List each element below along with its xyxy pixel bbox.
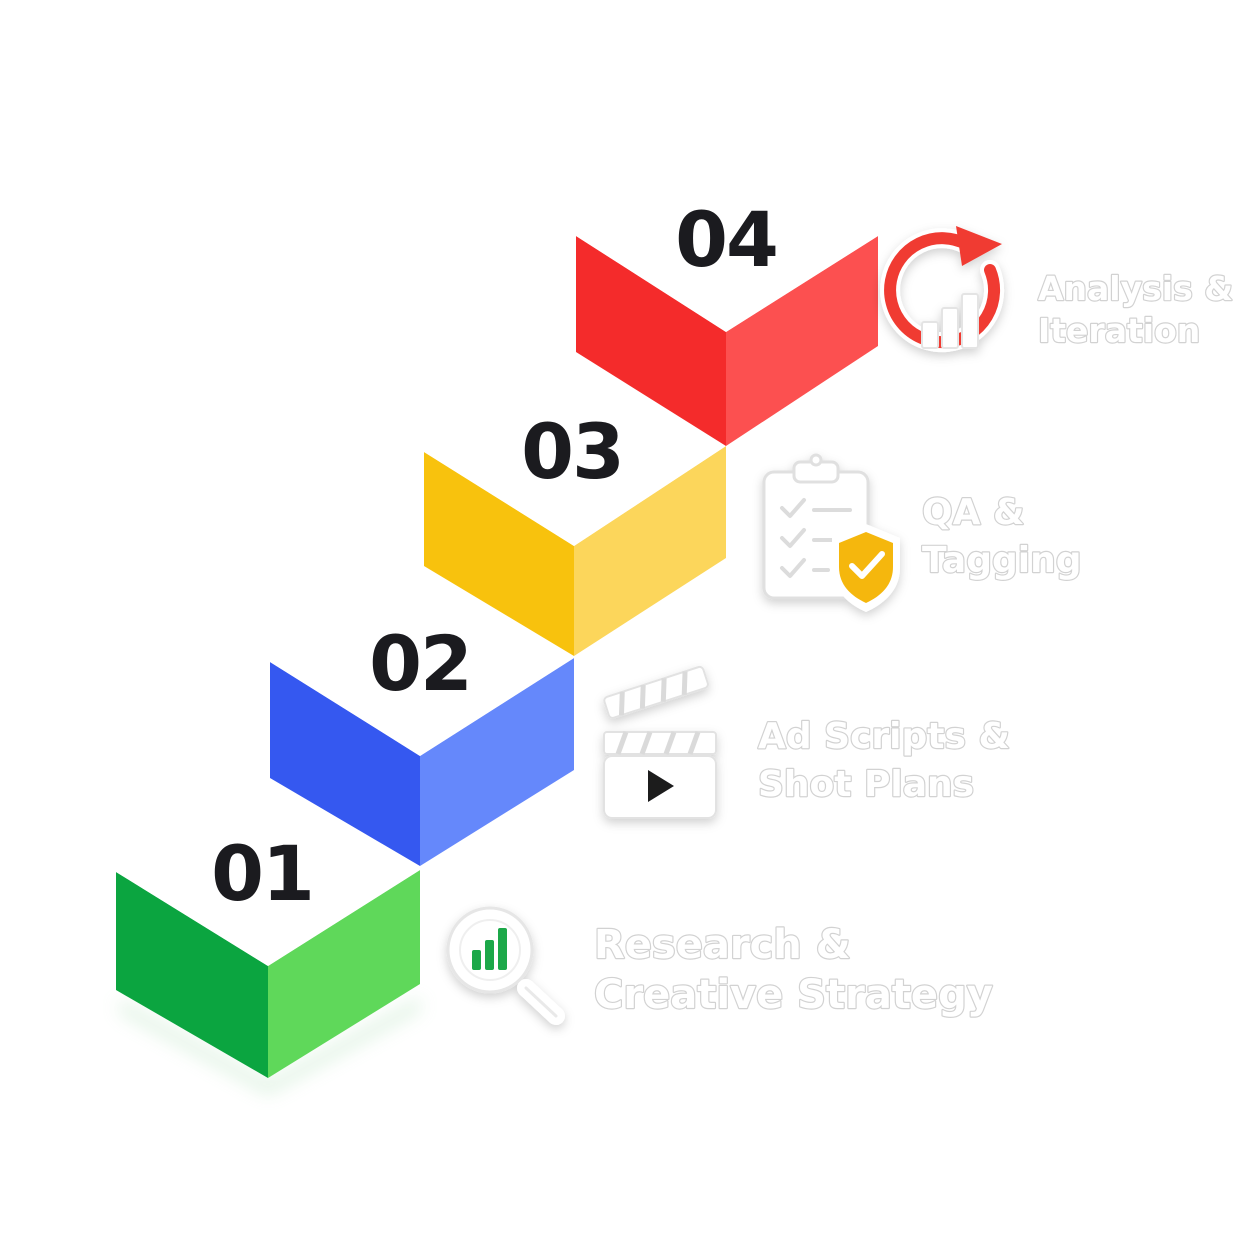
step-2-cube-right-face bbox=[420, 658, 574, 866]
step-3-label-line1: QA & bbox=[922, 492, 1024, 533]
step-1-label-line1: Research & bbox=[594, 922, 851, 968]
step-3-number: 03 bbox=[521, 407, 623, 496]
step-3-label: QA & Tagging bbox=[921, 491, 1083, 582]
step-2-label-line2: Shot Plans bbox=[758, 764, 974, 805]
step-4-cube-top-face bbox=[576, 138, 878, 332]
step-1-label: Research & Creative Strategy bbox=[593, 921, 994, 1019]
step-3-cube-right-face bbox=[574, 446, 726, 656]
step-3-cube: 03 bbox=[424, 356, 726, 656]
step-4-label-line2: Iteration bbox=[1038, 311, 1200, 350]
refresh-chart-icon bbox=[880, 226, 1004, 353]
step-1-cube-right-face bbox=[268, 870, 420, 1078]
step-1-cube: 01 bbox=[116, 778, 420, 1094]
checklist-shield-icon bbox=[762, 453, 900, 612]
step-4-cube-right-face bbox=[726, 236, 878, 446]
step-1-label-line2: Creative Strategy bbox=[594, 972, 993, 1018]
step-2-label: Ad Scripts & Shot Plans bbox=[757, 715, 1011, 806]
step-3-cube-top-face bbox=[424, 356, 726, 546]
magnifier-bar-chart-icon bbox=[446, 906, 565, 1025]
step-4-label: Analysis & Iteration bbox=[1037, 268, 1234, 351]
step-3-cube-left-face bbox=[424, 452, 574, 656]
step-4-cube: 04 bbox=[576, 138, 878, 446]
step-1-cube-top-face bbox=[116, 778, 420, 966]
step-3-label-line2: Tagging bbox=[922, 540, 1082, 581]
step-2-label-line1: Ad Scripts & bbox=[758, 716, 1010, 757]
step-2-cube-left-face bbox=[270, 662, 420, 866]
step-1-cube-left-face bbox=[116, 872, 268, 1078]
step-4-cube-left-face bbox=[576, 236, 726, 446]
clapperboard-play-icon bbox=[603, 665, 717, 819]
step-2-cube: 02 bbox=[270, 566, 574, 866]
step-4-label-line1: Analysis & bbox=[1038, 269, 1233, 308]
step-1-number: 01 bbox=[211, 829, 313, 918]
step-2-cube-top-face bbox=[270, 566, 574, 756]
step-4-number: 04 bbox=[675, 195, 777, 284]
step-2-number: 02 bbox=[369, 619, 471, 708]
